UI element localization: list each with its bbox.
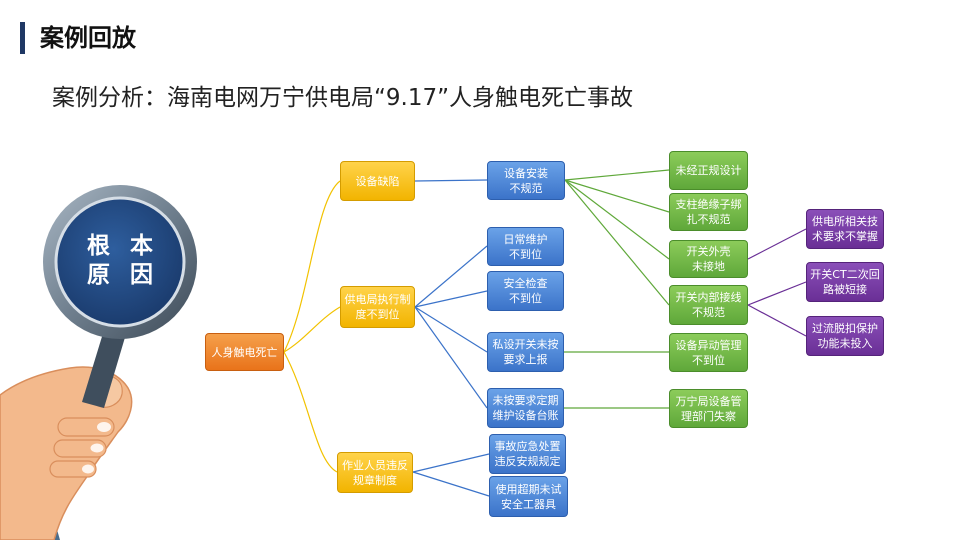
connector-line (414, 179, 488, 182)
connector-line (564, 169, 670, 181)
connector-line (564, 179, 670, 260)
connector-line (747, 304, 807, 337)
node-worker-violation: 作业人员违反 规章制度 (337, 452, 413, 493)
node-emergency-handling: 事故应急处置 违反安规规定 (489, 434, 566, 474)
node-equipment-ledger: 未按要求定期 维护设备台账 (487, 388, 564, 428)
finger-shape (57, 417, 115, 437)
connector-line (414, 290, 488, 308)
node-no-formal-design: 未经正规设计 (669, 151, 748, 190)
connector-line (564, 179, 670, 306)
magnifier-handle-shape (82, 330, 126, 408)
node-change-management: 设备异动管理 不到位 (669, 333, 748, 372)
root-cause-badge-text: 根 本 原 因 (86, 233, 159, 288)
connector-line (412, 453, 490, 473)
title-accent-bar (20, 22, 25, 54)
node-daily-maintenance: 日常维护 不到位 (487, 227, 564, 266)
node-switch-internal-wiring: 开关内部接线 不规范 (669, 285, 748, 325)
magnifier-hand-illustration (0, 185, 197, 540)
node-equipment-install: 设备安装 不规范 (487, 161, 565, 200)
connector-line (747, 281, 807, 306)
node-safety-inspection: 安全检查 不到位 (487, 271, 564, 311)
connector-line (283, 180, 341, 353)
fingernail-shape (82, 464, 94, 474)
connector-line (747, 228, 807, 260)
node-tech-requirements: 供电所相关技 术要求不掌握 (806, 209, 884, 249)
finger-shape (49, 460, 97, 478)
node-overcurrent-protection: 过流脱扣保护 功能未投入 (806, 316, 884, 356)
node-root-fatal-electrocution: 人身触电死亡 (205, 333, 284, 371)
node-switch-shell-ungrounded: 开关外壳 未接地 (669, 240, 748, 278)
node-ct-secondary-shorted: 开关CT二次回 路被短接 (806, 262, 884, 302)
node-equipment-defect: 设备缺陷 (340, 161, 415, 201)
page-subtitle: 案例分析：海南电网万宁供电局“9.17”人身触电死亡事故 (52, 85, 634, 111)
node-bureau-execution: 供电局执行制 度不到位 (340, 286, 415, 328)
finger-shape (53, 439, 107, 458)
fingernail-shape (97, 422, 111, 432)
connector-line (283, 306, 341, 353)
page-title: 案例回放 (40, 24, 136, 52)
fingernail-shape (90, 443, 104, 453)
node-insulator-binding: 支柱绝缘子绑 扎不规范 (669, 193, 748, 231)
node-management-oversight: 万宁局设备管 理部门失察 (669, 389, 748, 428)
connector-line (412, 471, 490, 497)
node-private-switch: 私设开关未按 要求上报 (487, 332, 564, 372)
connector-line (564, 179, 670, 213)
connector-line (414, 306, 488, 353)
connector-line (414, 306, 488, 409)
node-expired-safety-tools: 使用超期未试 安全工器具 (489, 476, 568, 517)
connector-lines (283, 169, 807, 497)
connector-line (414, 245, 488, 308)
connector-line (283, 351, 338, 473)
magnifier-lens-shape (54, 196, 186, 328)
